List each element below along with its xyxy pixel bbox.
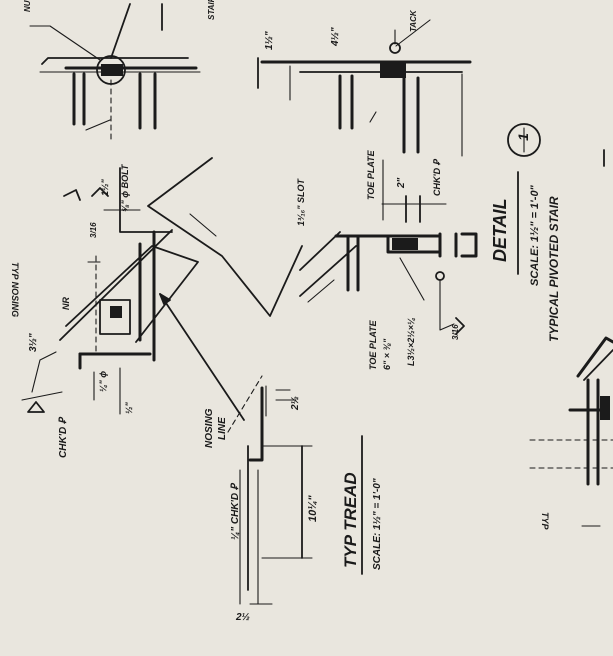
dim-four-half: 4½" [330,27,341,47]
tread-bottom-dim: 2½ [235,612,250,623]
stair-label: STAIR [207,0,216,20]
slot-label: 1³⁄₁₆" SLOT [296,177,306,226]
weld-symbols [63,189,465,335]
tack-label: TACK [409,9,418,32]
dim-three-half: 3½" [28,333,39,352]
toe-plate-size-label: 6" × ⅜" [382,338,392,370]
bolt-label: ⅝" ϕ BOLT [120,163,130,212]
toe-plate-detail [299,159,478,331]
dim-one-half-top: 1½" [264,31,275,50]
dim-quarter-dia: ¼" ϕ [98,371,108,392]
dim-three-sixteenth: 3/16 [451,324,460,340]
typ-nosing-label: TYP NOSING [10,262,20,317]
chkd-plate-right-label: CHK'D Ꝑ [432,158,442,196]
tread-nosing-line-label: LINE [217,417,228,440]
tread-scale: SCALE: 1½" = 1'-0" [372,478,383,570]
dim-one-half: 1½" [100,178,110,196]
detail-title: DETAIL [490,198,510,262]
detail-scale: SCALE: 1½" = 1'-0" [529,184,541,286]
toe-plate-lower-label: TOE PLATE [368,319,378,370]
partial-stair-right [529,149,613,527]
tread-depth-dim: 10¼" [307,495,319,522]
nut-label: NUT [23,0,32,12]
typ-bottom-label: TYP [540,512,550,531]
slot-weld-label: 3/16 [89,222,98,238]
pivot-detail-top-left [29,3,201,141]
tread-nosing-label: NOSING [204,408,215,448]
tread-title: TYP TREAD [341,472,360,568]
dim-half: ½" [124,401,134,414]
tread-top-dim: 2½ [290,396,301,411]
toe-plate-top-label: TOE PLATE [366,149,376,200]
typ-tread-section [227,375,313,605]
break-line [147,157,303,317]
tread-chkd-plate-label: ¼" CHK'D Ꝑ [230,482,241,540]
pivot-detail-left [21,167,217,415]
detail-number-circle [507,123,541,157]
chkd-plate-left-label: CHK'D Ꝑ [58,416,69,458]
angle-label: L3½×2½×¼ [406,317,416,366]
leader-line-nosing [159,293,245,421]
detail-title-block [507,123,541,275]
detail-number: 1 [515,133,531,141]
detail-subtitle: TYPICAL PIVOTED STAIR [547,196,561,342]
nr-label: NR [61,297,71,310]
dim-two: 2" [396,177,407,189]
pivot-detail-top-center [257,19,472,157]
